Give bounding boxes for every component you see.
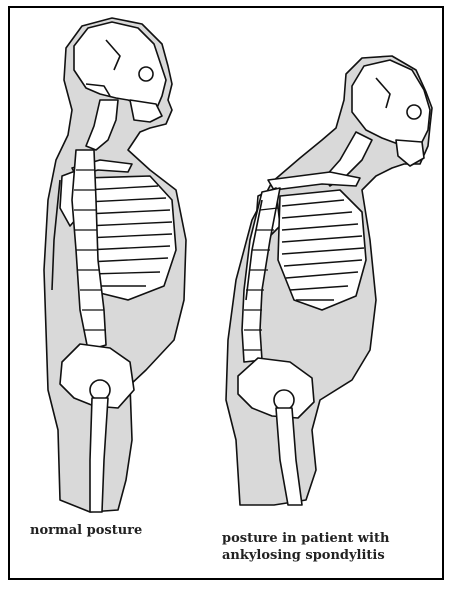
caption-ankylosing-line1: posture in patient with — [222, 530, 389, 547]
ankylosing-rib-cage — [278, 190, 366, 310]
ankylosing-posture-figure — [226, 56, 432, 505]
caption-normal-posture: normal posture — [30, 522, 142, 539]
normal-posture-figure — [44, 18, 186, 512]
caption-ankylosing-line2: ankylosing spondylitis — [222, 547, 389, 564]
normal-eye-socket — [139, 67, 153, 81]
ankylosing-hip-joint — [274, 390, 294, 410]
caption-ankylosing-posture: posture in patient with ankylosing spond… — [222, 530, 389, 564]
normal-hip-joint — [90, 380, 110, 400]
ankylosing-eye-socket — [407, 105, 421, 119]
